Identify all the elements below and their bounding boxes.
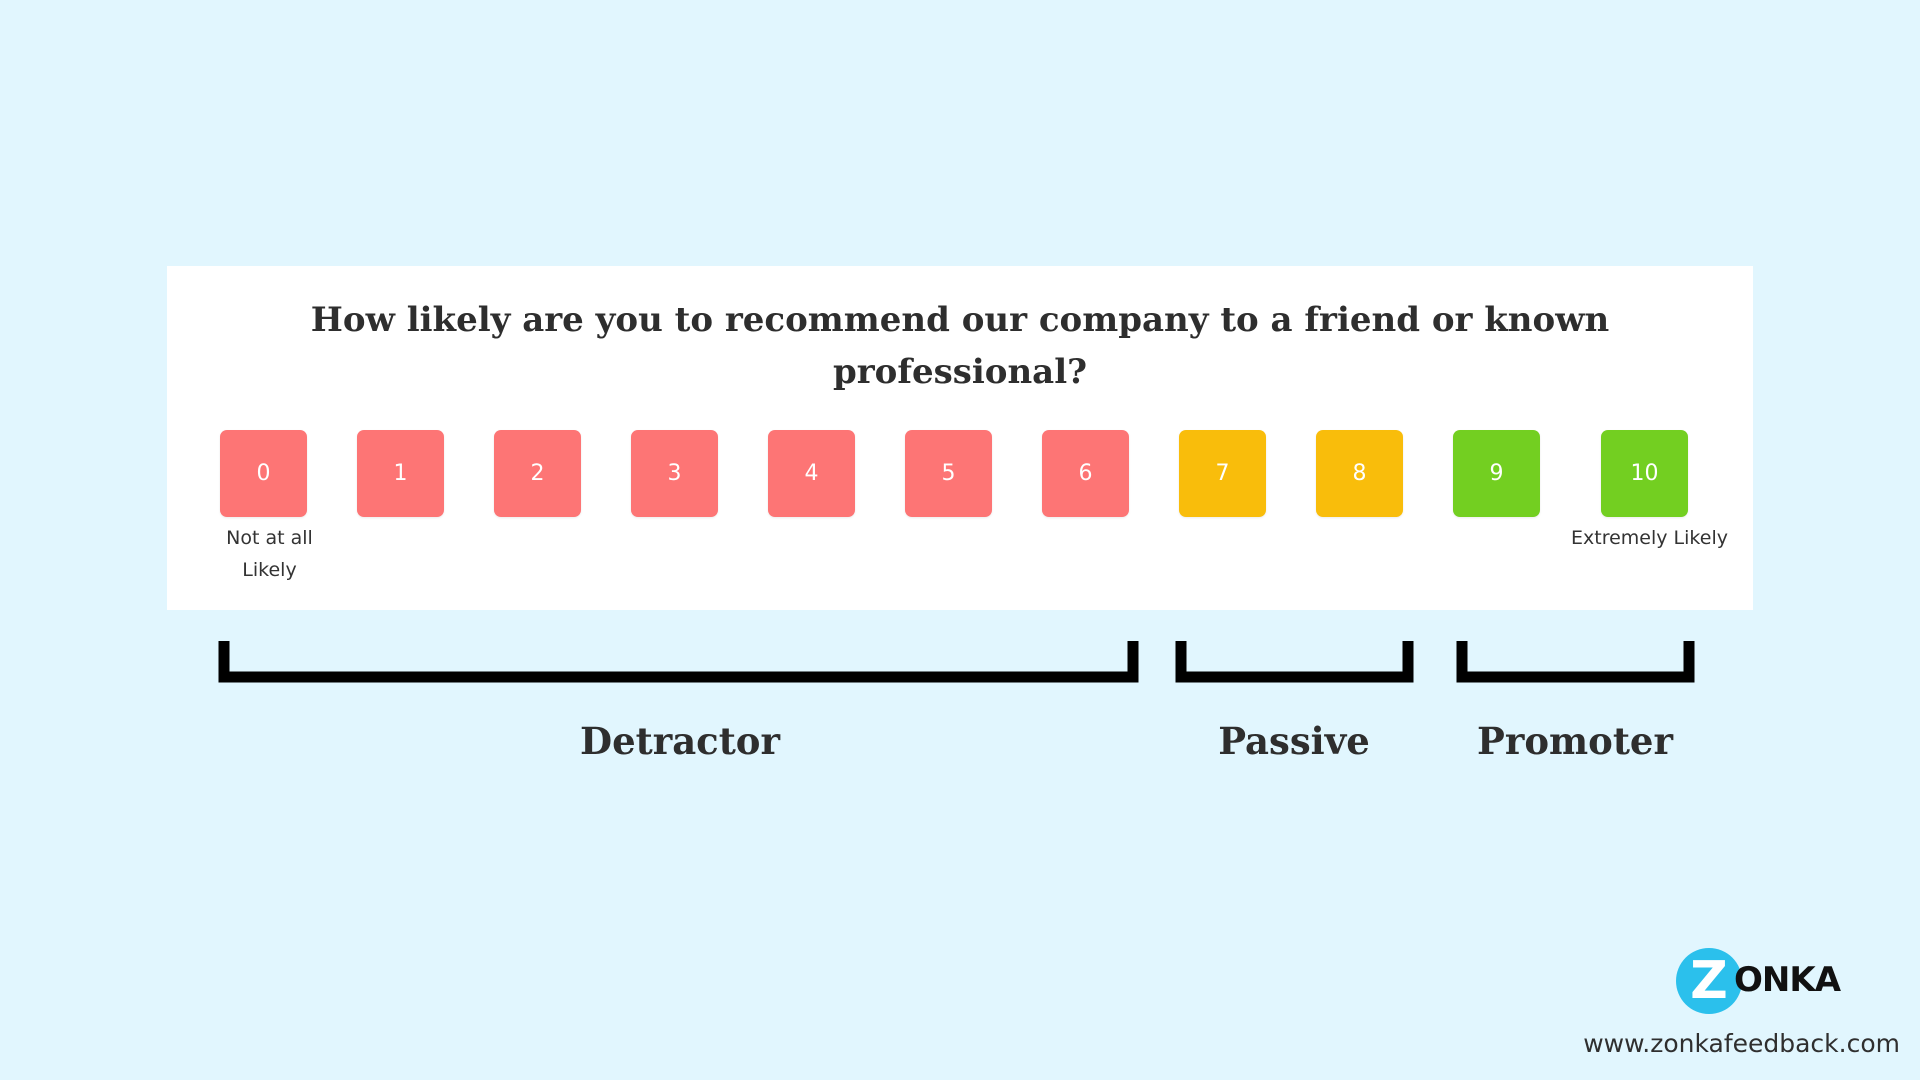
- survey-card: How likely are you to recommend our comp…: [167, 266, 1753, 610]
- nps-question: How likely are you to recommend our comp…: [167, 294, 1753, 398]
- score-button-8[interactable]: 8: [1316, 430, 1403, 517]
- question-line-1: How likely are you to recommend our comp…: [310, 300, 1610, 340]
- score-button-2[interactable]: 2: [494, 430, 581, 517]
- promoter-bracket: [1456, 641, 1695, 683]
- score-button-6[interactable]: 6: [1042, 430, 1129, 517]
- score-button-0[interactable]: 0: [220, 430, 307, 517]
- score-button-1[interactable]: 1: [357, 430, 444, 517]
- logo-wordmark: ONKA: [1734, 960, 1841, 1000]
- score-button-7[interactable]: 7: [1179, 430, 1266, 517]
- score-button-10[interactable]: 10: [1601, 430, 1688, 517]
- promoter-label: Promoter: [1477, 719, 1673, 763]
- detractor-label: Detractor: [580, 719, 780, 763]
- low-anchor-label: Not at all Likely: [207, 522, 332, 586]
- logo-circle-initial: Z: [1676, 948, 1742, 1014]
- low-anchor-line-2: Likely: [242, 559, 297, 581]
- website-url: www.zonkafeedback.com: [1583, 1029, 1900, 1058]
- question-line-2: professional?: [832, 352, 1088, 392]
- passive-bracket: [1175, 641, 1414, 683]
- zonka-logo: Z ONKA: [1676, 948, 1841, 1020]
- score-button-9[interactable]: 9: [1453, 430, 1540, 517]
- low-anchor-line-1: Not at all: [226, 527, 313, 549]
- high-anchor-label: Extremely Likely: [1571, 527, 1728, 549]
- score-button-4[interactable]: 4: [768, 430, 855, 517]
- passive-label: Passive: [1218, 719, 1370, 763]
- detractor-bracket: [218, 641, 1139, 683]
- score-button-3[interactable]: 3: [631, 430, 718, 517]
- score-button-5[interactable]: 5: [905, 430, 992, 517]
